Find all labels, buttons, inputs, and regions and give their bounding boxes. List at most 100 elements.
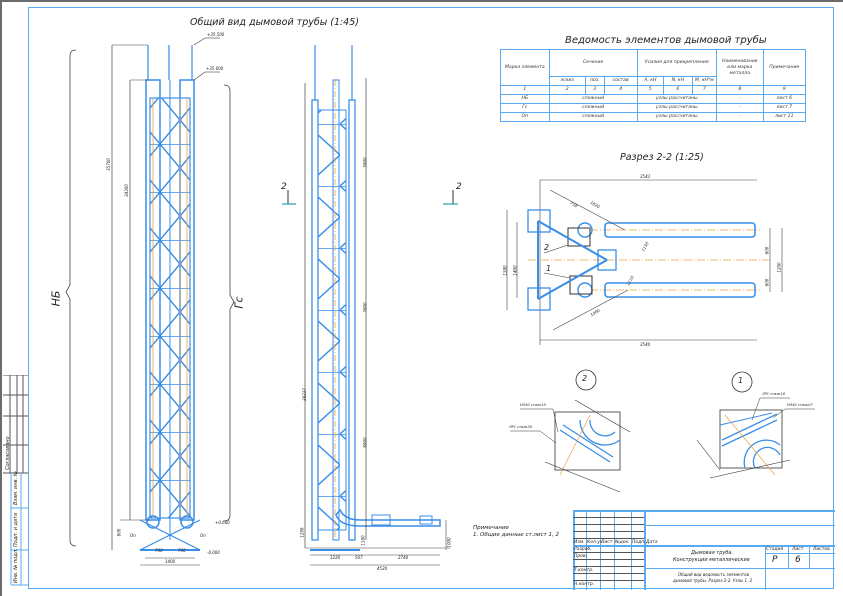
sheet-edge-left [0,0,2,596]
dim-section-half-b: 600 [764,278,770,287]
subheader-composition: состав [603,76,638,86]
side-agreed: Согласовано [5,436,11,470]
detail-2-callout-a: НЛ40 сталь19 [520,403,546,407]
label-op-right: Оп [200,533,206,538]
stamp-role-tkontr: Т.контр. [574,568,594,573]
dim-side-base-3: 1000 [446,537,452,548]
main-tower-view [65,37,235,566]
dim-section-left-outer: 1580 [502,265,508,276]
header-mark: Марка элемента [500,49,550,86]
vedomost-table: Марка элемента Сечение Усилия для прикре… [500,49,807,122]
col-num: 8 [716,85,764,95]
label-gs: Гс [232,296,246,309]
stamp-desc-1: Общий вид ведомость элементов [678,572,749,577]
dim-base-total: 1400 [165,559,176,564]
section-marker-left: 2 [281,182,287,192]
title-block: Изм. Кол.уч. Лист №док. Подп. Дата Разра… [573,510,835,590]
side-tower-view [282,45,458,566]
stamp-role-razrab: Разраб. [574,547,592,552]
drawing-frame [28,7,834,589]
dim-side-bottom-2: 567 [355,555,363,560]
stamp-col-podp: Подп. [632,540,646,545]
dim-base-a: 740 [155,548,163,553]
subheader-m: M, кН*м [691,76,718,86]
stamp-stage-value: Р [772,555,778,565]
detail-2-view [510,369,631,493]
section-node-1: 1 [546,264,552,273]
cell-section: сложный [548,103,638,113]
subheader-pos: поз. [584,76,605,86]
col-num: 5 [636,85,665,95]
side-stamp: Согласовано Взам. инв. № Подп. и дата Ин… [3,375,28,590]
section-title: Разрез 2-2 (1:25) [620,152,704,163]
cell-note: лист 7 [762,103,807,113]
stamp-desc-2: дымовой трубы. Разрез 2-2. Узлы 1, 2 [673,578,753,583]
notes-heading: Примечание [473,525,509,531]
stamp-title-1: Дымовая труба. [691,550,734,556]
elev-upper: +35.000 [206,66,224,71]
header-forces: Усилия для прикрепления [636,49,718,77]
dim-main-outer: 35700 [105,158,111,171]
detail-2-callout-b: ЛР1 сталь28 [509,425,532,429]
dim-section-bottom: 3540 [640,342,651,347]
dim-side-bottom-1: 1220 [330,555,341,560]
stamp-col-list: Лист [601,540,613,545]
side-inv-replace: Взам. инв. № [13,471,19,505]
elev-base-1: +0.600 [215,520,230,525]
cell-material: - [716,103,764,113]
detail-1-callout-b: НЛ40 сталь07 [787,403,813,407]
section-2-2-view [506,179,783,345]
cell-forces: узлы рассчитаны [636,103,718,113]
main-view-title: Общий вид дымовой трубы (1:45) [190,17,359,28]
dim-base-b: 740 [178,548,186,553]
sheet-edge-top [0,0,843,2]
column-numbers-row: 1 2 3 4 5 6 7 8 9 [500,85,807,95]
dim-side-total: 28237 [301,388,307,401]
notes-block: Примечание 1. Общие данные ст.лист 1, 2 [473,525,559,539]
detail-2-marker: 2 [582,374,588,383]
dim-section-top: 3543 [640,174,651,179]
dim-side-base: 1296 [299,527,305,538]
stamp-stage-label: Стадия [766,547,784,552]
col-num: 3 [584,85,605,95]
table-row: НБ сложный узлы рассчитаны - лист 6 [500,94,807,104]
label-nb: НБ [49,290,63,307]
cell-material: - [716,112,764,122]
label-op-left: Оп [130,533,136,538]
table-row: Оп сложный узлы рассчитаны - лист 11 [500,112,807,122]
stamp-col-doc: №док. [615,540,630,545]
dim-base-height: 600 [116,528,122,537]
cell-note: лист 11 [762,112,807,122]
cell-forces: узлы рассчитаны [636,112,718,122]
stamp-title-2: Конструкции металлические [673,557,750,563]
notes-item-1: 1. Общие данные ст.лист 1, 2 [473,532,559,538]
col-num: 4 [603,85,638,95]
dim-side-seg-2: 7600 [362,302,368,313]
col-num: 9 [762,85,807,95]
cell-note: лист 6 [762,94,807,104]
detail-1-callout-a: ЛР1 сталь18 [762,392,785,396]
elev-base-2: -0.000 [207,550,220,555]
subheader-sketch: эскиз [548,76,586,86]
side-inv-orig: Инв. № подл. [13,548,19,584]
dim-side-base-2: 1180 [360,535,366,546]
dim-section-right: 1200 [776,262,782,273]
dim-side-seg-1: 5900 [362,157,368,168]
side-sign-date: Подп. и дата [13,512,19,547]
col-num: 2 [548,85,586,95]
section-marker-right: 2 [456,182,462,192]
stamp-col-izm: Изм. [574,540,585,545]
detail-1-view [696,371,815,479]
dim-section-left-inner: 1400 [512,265,518,276]
dim-section-half-a: 600 [764,246,770,255]
section-node-2: 2 [544,243,550,252]
dim-side-bottom-total: 4520 [377,566,388,571]
stamp-role-prov: Пров. [574,554,588,559]
cell-material: - [716,94,764,104]
detail-1-marker: 1 [738,376,744,385]
subheader-n: N, кН [663,76,693,86]
col-num: 7 [691,85,718,95]
dim-main-inner: 34300 [123,184,129,197]
vedomost-title: Ведомость элементов дымовой трубы [565,35,767,46]
